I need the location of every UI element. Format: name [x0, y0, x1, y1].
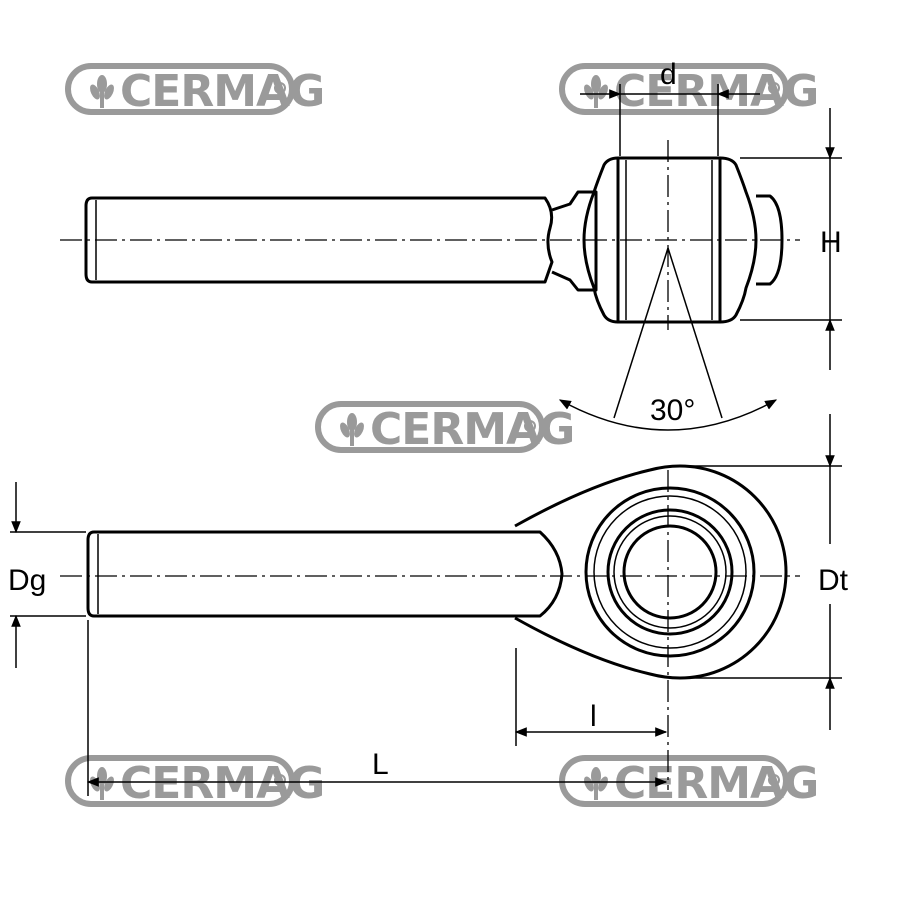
registered-icon	[768, 774, 780, 786]
side-shank	[84, 196, 554, 284]
dimension-h: H	[740, 108, 842, 370]
registered-icon	[768, 82, 780, 94]
registered-icon	[524, 420, 536, 432]
side-view	[60, 140, 800, 431]
eye-outer-ring	[584, 486, 756, 658]
wheat-ear-icon	[90, 75, 114, 108]
watermark-bottom-left: CERMAG	[65, 755, 325, 809]
dimension-l-small: l	[514, 648, 668, 746]
eye-body	[514, 464, 788, 680]
registered-icon	[274, 82, 286, 94]
wheat-ear-icon	[90, 767, 114, 800]
wheat-ear-icon	[584, 767, 608, 800]
dimension-dg: Dg	[8, 482, 86, 668]
dimension-dt: Dt	[680, 414, 849, 730]
eye-ball	[606, 508, 734, 636]
label-dg: Dg	[8, 564, 46, 597]
watermark-text: CERMAG	[120, 66, 324, 117]
watermark-center: CERMAG	[315, 401, 575, 455]
eye-bore	[622, 524, 718, 620]
label-l-small: l	[590, 700, 597, 733]
dimension-l-total: L	[86, 620, 668, 796]
dimension-d: d	[580, 58, 760, 156]
watermark-text: CERMAG	[120, 758, 324, 809]
wheat-ear-icon	[340, 413, 364, 446]
watermark-text: CERMAG	[614, 758, 818, 809]
wheat-ear-icon	[584, 75, 608, 108]
label-l-total: L	[372, 748, 389, 781]
label-dt: Dt	[818, 564, 849, 597]
label-d: d	[660, 58, 677, 91]
watermark-top-right: CERMAG	[559, 63, 819, 117]
watermark-top-left: CERMAG	[65, 63, 325, 117]
label-angle: 30°	[650, 394, 695, 427]
front-view	[60, 464, 800, 790]
side-neck	[551, 190, 598, 292]
watermark-text: CERMAG	[370, 404, 574, 455]
front-shank	[86, 530, 564, 618]
watermark-text: CERMAG	[614, 66, 818, 117]
label-h: H	[820, 226, 842, 259]
watermark-bottom-right: CERMAG	[559, 755, 819, 809]
